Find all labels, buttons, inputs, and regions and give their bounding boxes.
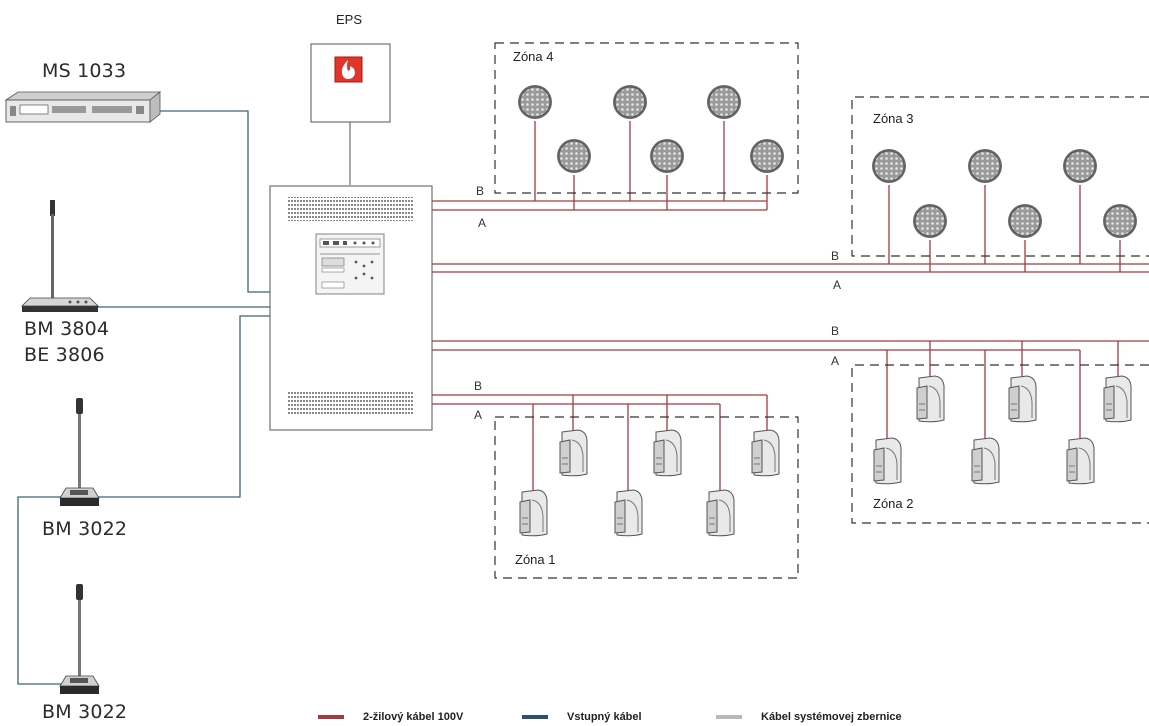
- wall-speaker: [519, 489, 548, 537]
- ceiling-speaker: [556, 138, 592, 174]
- bm3804-label: BM 3804: [24, 318, 110, 340]
- wall-speaker: [751, 429, 780, 477]
- legend-swatch: [318, 715, 344, 719]
- bm3022-label-b: BM 3022: [42, 701, 128, 723]
- legend-swatch: [716, 715, 742, 719]
- wall-speaker: [1103, 375, 1132, 423]
- ceiling-speaker: [749, 138, 785, 174]
- ceiling-speaker: [1007, 203, 1043, 239]
- bm3022-label-a: BM 3022: [42, 518, 128, 540]
- vent-top: [288, 197, 414, 221]
- eps-label: EPS: [336, 12, 363, 27]
- legend-label: Vstupný kábel: [567, 711, 642, 723]
- input-cable-bm3022-a: [97, 315, 270, 498]
- legend-item-speaker-cable: 2-žilový kábel 100V: [318, 709, 463, 725]
- wall-speaker: [706, 489, 735, 537]
- legend-label: Kábel systémovej zbernice: [761, 711, 902, 723]
- wall-speaker: [916, 375, 945, 423]
- line-b-label-zone1: B: [474, 379, 483, 393]
- wall-speaker: [873, 437, 902, 485]
- be3806-label: BE 3806: [24, 344, 105, 366]
- bm3022-device-b: [59, 584, 100, 694]
- zone2-label: Zóna 2: [873, 496, 914, 511]
- input-cable-bm3022-chain: [17, 496, 62, 685]
- line-a-label-zone4: A: [478, 216, 487, 230]
- legend-item-bus-cable: Kábel systémovej zbernice: [716, 709, 902, 725]
- zone3-speakers: [871, 148, 1138, 239]
- control-panel: [315, 233, 385, 295]
- wall-speaker: [971, 437, 1000, 485]
- bm3804-device: [21, 200, 99, 312]
- wall-speaker: [559, 429, 588, 477]
- line-b-label-zone2: B: [831, 324, 840, 338]
- zone3-label: Zóna 3: [873, 111, 914, 126]
- zone4-speakers: [517, 84, 785, 174]
- zone1-box: [494, 416, 799, 579]
- wall-speaker: [614, 489, 643, 537]
- zone4-box: [494, 42, 799, 194]
- input-cable-ms1033: [150, 110, 270, 293]
- ceiling-speaker: [612, 84, 648, 120]
- ceiling-speaker: [649, 138, 685, 174]
- ceiling-speaker: [967, 148, 1003, 184]
- wall-speaker: [1008, 375, 1037, 423]
- zone2-speakers: [873, 375, 1132, 485]
- zone-boundaries: [494, 42, 1149, 579]
- ms1033-label: MS 1033: [42, 60, 127, 82]
- legend-label: 2-žilový kábel 100V: [363, 711, 464, 723]
- wall-speaker: [1066, 437, 1095, 485]
- zone1-speakers: [519, 429, 780, 537]
- zone4-label: Zóna 4: [513, 49, 554, 64]
- bm3022-device-a: [59, 398, 100, 506]
- zone3-box: [851, 96, 1149, 257]
- ceiling-speaker: [1062, 148, 1098, 184]
- ms1033-device: [4, 91, 162, 123]
- central-unit: [269, 185, 433, 431]
- legend-swatch: [522, 715, 548, 719]
- speaker-lines: [432, 121, 1149, 492]
- zone2-box: [851, 364, 1149, 524]
- ceiling-speaker: [871, 148, 907, 184]
- line-a-label-zone1: A: [474, 408, 483, 422]
- line-b-label-zone4: B: [476, 184, 485, 198]
- ceiling-speaker: [912, 203, 948, 239]
- vent-bottom: [288, 390, 414, 414]
- ceiling-speaker: [517, 84, 553, 120]
- line-a-label-zone2: A: [831, 354, 840, 368]
- zone1-label: Zóna 1: [515, 552, 556, 567]
- ceiling-speaker: [706, 84, 742, 120]
- line-a-label-zone3: A: [833, 278, 842, 292]
- line-b-label-zone3: B: [831, 249, 840, 263]
- ceiling-speaker: [1102, 203, 1138, 239]
- input-cables: [17, 110, 270, 685]
- wall-speaker: [653, 429, 682, 477]
- legend-item-input-cable: Vstupný kábel: [522, 709, 642, 725]
- eps-fire-panel: [310, 43, 391, 123]
